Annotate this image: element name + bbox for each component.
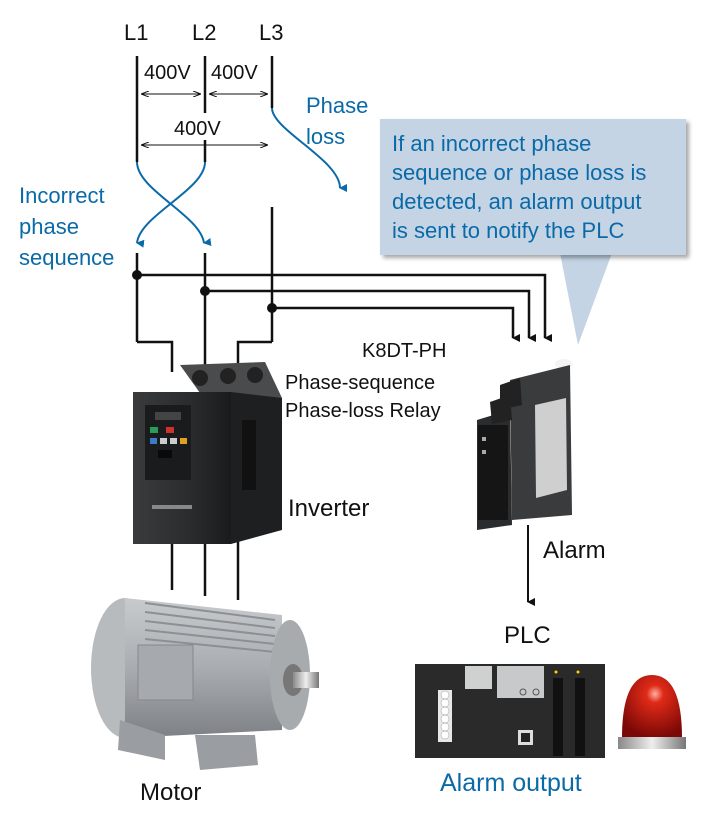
- alarm-output-label: Alarm output: [440, 769, 582, 797]
- callout-line: is sent to notify the PLC: [392, 218, 625, 243]
- phase-loss-label-1: Phase: [306, 93, 369, 118]
- alarm-label: Alarm: [543, 537, 606, 564]
- callout-box: If an incorrect phase sequence or phase …: [380, 119, 686, 255]
- incorrect-sequence-crossing: [136, 161, 212, 248]
- relay-model-label: K8DT-PH: [362, 340, 447, 362]
- label-l3: L3: [259, 20, 284, 45]
- callout-tail: [560, 253, 612, 345]
- phase-loss-label-2: loss: [306, 124, 346, 149]
- motor-label: Motor: [140, 779, 202, 806]
- callout-line: sequence or phase loss is: [392, 160, 647, 185]
- label-l1: L1: [124, 20, 149, 45]
- voltage-l1-l3: 400V: [174, 118, 221, 140]
- junction-l3: [267, 303, 277, 313]
- motor-image: [91, 598, 319, 770]
- inverter-label: Inverter: [288, 495, 370, 522]
- junction-dots: [132, 270, 277, 313]
- incorrect-sequence-label-2: phase: [19, 214, 79, 239]
- jog-l1: [137, 340, 174, 372]
- callout-text: If an incorrect phase sequence or phase …: [392, 129, 646, 245]
- crossing-path-a: [136, 161, 212, 246]
- tap-l3: [272, 306, 520, 342]
- alarm-beacon-icon: [618, 675, 686, 749]
- incorrect-sequence-label-1: Incorrect: [19, 183, 105, 208]
- relay-name-label-1: Phase-sequence: [285, 372, 436, 394]
- voltage-dimensions: [141, 94, 268, 145]
- lower-wiring: [135, 207, 552, 606]
- junction-l2: [200, 286, 210, 296]
- incorrect-sequence-label-3: sequence: [19, 245, 115, 270]
- label-l2: L2: [192, 20, 217, 45]
- callout-line: If an incorrect phase: [392, 131, 592, 156]
- callout-line: detected, an alarm output: [392, 189, 642, 214]
- relay-image: [477, 359, 573, 530]
- voltage-l1-l2: 400V: [144, 62, 191, 84]
- plc-image: [415, 664, 605, 758]
- voltage-l2-l3: 400V: [211, 62, 258, 84]
- inverter-image: [133, 362, 282, 544]
- jog-l3: [236, 340, 272, 372]
- phase-loss-path: [271, 107, 348, 192]
- tap-l1: [137, 273, 552, 342]
- junction-l1: [132, 270, 142, 280]
- plc-label: PLC: [504, 622, 551, 649]
- relay-name-label-2: Phase-loss Relay: [285, 400, 441, 422]
- tap-l2: [205, 289, 536, 342]
- crossing-path-b: [136, 161, 206, 248]
